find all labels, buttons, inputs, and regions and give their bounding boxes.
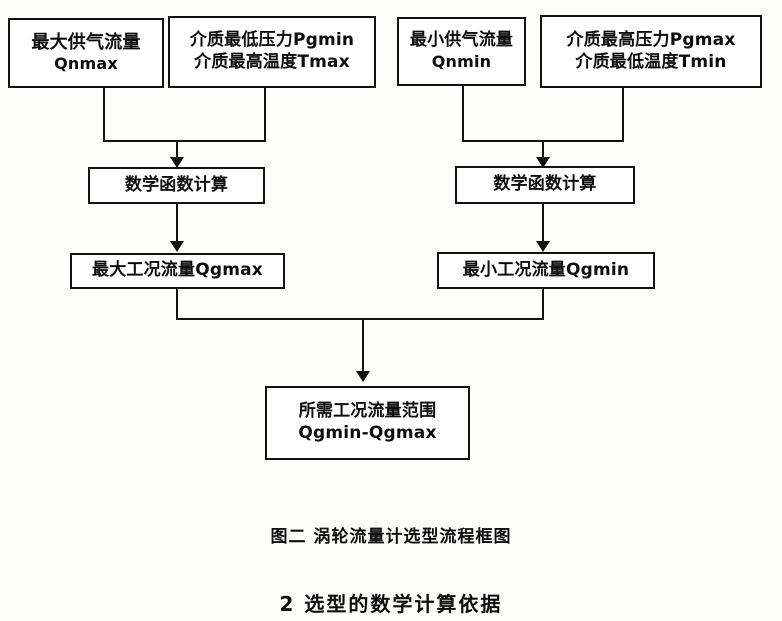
connector-segment	[462, 86, 464, 140]
connector-segment	[542, 204, 544, 241]
arrow-head-icon	[170, 157, 184, 168]
flow-node-line: 数学函数计算	[493, 174, 597, 195]
flow-node-max-supply-flow: 最大供气流量 Qnmax	[8, 18, 164, 88]
flow-node-line: Qnmin	[431, 52, 492, 72]
flow-node-min-supply-flow: 最小供气流量 Qnmin	[397, 17, 526, 86]
flow-node-line: 介质最低压力Pgmin	[189, 30, 355, 51]
figure-caption: 图二 涡轮流量计选型流程框图	[270, 527, 512, 547]
arrow-head-icon	[356, 371, 370, 382]
flow-node-line: 介质最高温度Tmax	[194, 52, 350, 72]
arrow-head-icon	[536, 241, 550, 252]
flow-node-max-working-flow: 最大工况流量Qgmax	[70, 253, 285, 289]
connector-segment	[103, 140, 266, 142]
connector-segment	[103, 88, 105, 140]
section-heading: 2 选型的数学计算依据	[279, 592, 503, 616]
flow-node-line: 最大供气流量	[31, 32, 141, 54]
connector-segment	[176, 318, 544, 320]
connector-segment	[176, 140, 178, 159]
flow-node-line: 介质最高压力Pgmax	[566, 29, 736, 50]
flow-node-line: 最小供气流量	[409, 30, 514, 51]
connector-segment	[622, 88, 624, 140]
flow-node-min-pressure-max-temp: 介质最低压力Pgmin 介质最高温度Tmax	[168, 16, 376, 88]
flow-node-line: 最小工况流量Qgmin	[462, 259, 630, 280]
flow-node-line: 介质最低温度Tmin	[575, 51, 727, 72]
connector-segment	[176, 204, 178, 241]
flow-node-line: 数学函数计算	[124, 174, 229, 195]
flow-node-math-function-right: 数学函数计算	[455, 166, 635, 204]
flow-node-required-flow-range: 所需工况流量范围 Qgmin-Qgmax	[265, 386, 470, 460]
flow-node-line: 最大工况流量Qgmax	[92, 260, 263, 281]
arrow-head-icon	[170, 241, 184, 252]
flow-node-math-function-left: 数学函数计算	[88, 167, 265, 204]
flow-node-line: Qnmax	[54, 54, 118, 74]
connector-segment	[542, 140, 544, 159]
flow-node-line: 所需工况流量范围	[298, 401, 437, 422]
connector-segment	[542, 289, 544, 318]
connector-segment	[176, 289, 178, 318]
flow-node-line: Qgmin-Qgmax	[298, 423, 437, 443]
flow-node-max-pressure-min-temp: 介质最高压力Pgmax 介质最低温度Tmin	[540, 15, 762, 88]
flow-node-min-working-flow: 最小工况流量Qgmin	[437, 252, 655, 289]
connector-segment	[264, 88, 266, 140]
arrow-head-icon	[536, 157, 550, 168]
connector-segment	[362, 318, 364, 372]
